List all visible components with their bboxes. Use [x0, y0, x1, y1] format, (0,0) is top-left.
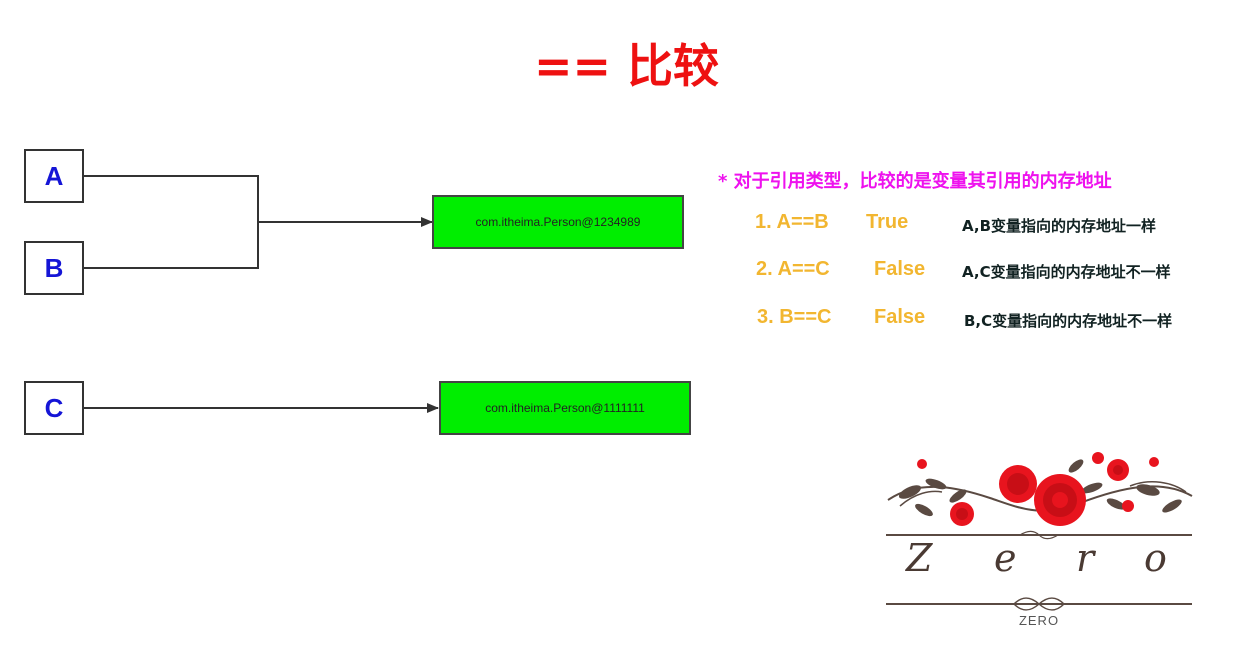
comparison-1-desc: A,B变量指向的内存地址一样 — [962, 217, 1157, 235]
logo-letter-4: o — [1144, 536, 1167, 580]
wire-a — [84, 175, 259, 222]
comparison-3-desc: B,C变量指向的内存地址不一样 — [964, 312, 1173, 330]
logo-letter-2: e — [994, 536, 1017, 580]
variable-b-box: B — [24, 241, 84, 295]
variable-a-box: A — [24, 149, 84, 203]
wire-b — [84, 222, 259, 269]
rose-garland-icon — [886, 452, 1193, 611]
comparison-2-expr: 2. A==C — [756, 258, 830, 280]
logo-subtitle: ZERO — [1018, 613, 1060, 628]
logo-letter-1: Z — [906, 536, 933, 580]
comparison-1-expr: 1. A==B — [755, 211, 829, 233]
comparison-2-result: False — [874, 258, 926, 280]
page-title: == 比较 — [533, 39, 720, 93]
comparison-1-result: True — [866, 211, 909, 233]
comparison-3-result: False — [874, 306, 926, 328]
zero-logo: Z e r o ZERO — [880, 448, 1198, 638]
reference-type-note: * 对于引用类型，比较的是变量其引用的内存地址 — [718, 171, 1112, 192]
variable-c-box: C — [24, 381, 84, 435]
comparison-2-desc: A,C变量指向的内存地址不一样 — [962, 263, 1171, 281]
object-box-2: com.itheima.Person@1111111 — [439, 381, 691, 435]
object-box-1: com.itheima.Person@1234989 — [432, 195, 684, 249]
comparison-3-expr: 3. B==C — [757, 306, 832, 328]
logo-letter-3: r — [1076, 536, 1095, 580]
